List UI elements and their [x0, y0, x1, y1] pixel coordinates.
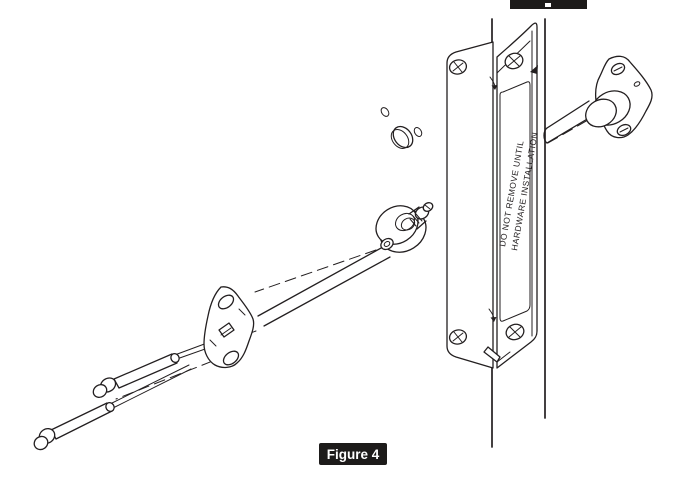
inside-spindle-flange [203, 286, 255, 369]
spindle-rod-right [543, 100, 595, 144]
ring-small-top [380, 107, 390, 117]
cylinder-hub [375, 202, 434, 253]
flange-screw-top [610, 62, 626, 76]
ring-small-right [413, 127, 423, 137]
center-line-lower-screw [115, 354, 229, 400]
screw-head-end [33, 435, 49, 451]
outside-spindle-flange [543, 55, 653, 144]
flange-screw-bottom [616, 123, 632, 137]
phillips-screw-flap-bottom [448, 329, 468, 345]
screw-sleeve [50, 402, 113, 440]
plate-bottom-lip-tab [483, 346, 501, 363]
flange-oval-hole-bottom [222, 350, 240, 366]
retaining-rings [380, 107, 423, 149]
callout-arrows [488, 65, 538, 322]
ring-large [390, 125, 414, 149]
screw-tip-marks [209, 308, 246, 347]
figure-caption: Figure 4 [319, 443, 387, 465]
flange-pin-hole [633, 81, 641, 87]
center-line-upper-screw [254, 249, 377, 293]
flange-boss-face [585, 98, 617, 128]
previous-figure-caption-partial [510, 0, 587, 9]
washer [380, 237, 394, 251]
arrowhead-right [530, 65, 538, 74]
flange-oval-hole-top [217, 294, 235, 310]
strike-plate: DO NOT REMOVE UNTIL HARDWARE INSTALLATIO… [446, 22, 540, 369]
screw-head-end [92, 384, 108, 398]
plate-side-flap [446, 41, 494, 369]
screw-sleeve [113, 353, 178, 389]
figure-caption-text: Figure 4 [327, 447, 380, 462]
spindle-rod-left [257, 246, 391, 327]
figure-caption-box [319, 443, 387, 465]
mounting-screw-lower [33, 364, 192, 451]
phillips-screw-front-bottom [505, 323, 525, 341]
plate-bottom-lip-line [496, 351, 511, 363]
flange-spindle-slot [218, 322, 235, 338]
phillips-screw-front-top [504, 52, 524, 70]
phillips-screw-flap-top [448, 59, 468, 75]
splined-shaft [408, 202, 434, 230]
left-assembly-axis [115, 246, 391, 400]
